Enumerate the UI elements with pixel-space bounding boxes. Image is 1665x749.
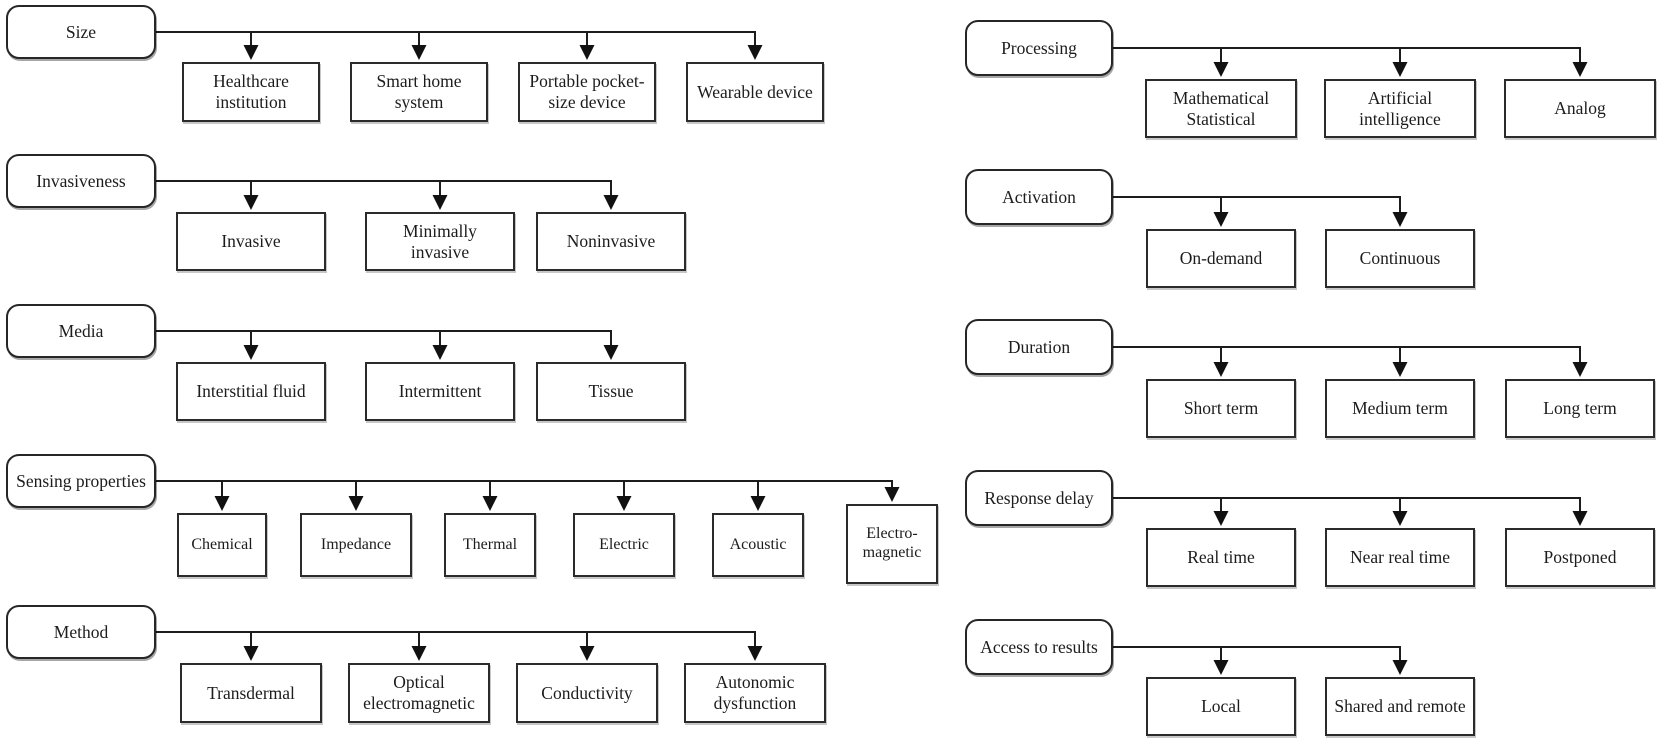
category-box-sensing-properties: Sensing properties: [6, 454, 156, 508]
category-box-access-to-results: Access to results: [965, 619, 1113, 675]
arrowhead-down-icon: [884, 487, 900, 502]
option-box-on-demand: On-demand: [1146, 229, 1296, 288]
option-box-thermal: Thermal: [444, 513, 536, 577]
arrowhead-down-icon: [1572, 362, 1588, 377]
arrowhead-down-icon: [1392, 62, 1408, 77]
option-box-analog: Analog: [1504, 79, 1656, 138]
option-box-postponed: Postponed: [1505, 528, 1655, 587]
category-box-activation: Activation: [965, 169, 1113, 225]
arrowhead-down-icon: [579, 45, 595, 60]
option-box-wearable-device: Wearable device: [686, 62, 824, 122]
arrowhead-down-icon: [1392, 511, 1408, 526]
option-box-acoustic: Acoustic: [712, 513, 804, 577]
arrowhead-down-icon: [1392, 660, 1408, 675]
arrowhead-down-icon: [348, 496, 364, 511]
option-box-healthcare-institution: Healthcare institution: [182, 62, 320, 122]
arrowhead-down-icon: [747, 45, 763, 60]
arrowhead-down-icon: [214, 496, 230, 511]
option-box-real-time: Real time: [1146, 528, 1296, 587]
option-box-smart-home-system: Smart home system: [350, 62, 488, 122]
arrowhead-down-icon: [1572, 62, 1588, 77]
arrowhead-down-icon: [1213, 511, 1229, 526]
category-box-response-delay: Response delay: [965, 470, 1113, 526]
option-box-short-term: Short term: [1146, 379, 1296, 438]
arrowhead-down-icon: [1213, 212, 1229, 227]
category-box-method: Method: [6, 605, 156, 659]
arrowhead-down-icon: [747, 646, 763, 661]
option-box-intermittent: Intermittent: [365, 362, 515, 421]
option-box-transdermal: Transdermal: [180, 663, 322, 723]
option-box-tissue: Tissue: [536, 362, 686, 421]
category-box-processing: Processing: [965, 20, 1113, 76]
option-box-chemical: Chemical: [177, 513, 267, 577]
arrowhead-down-icon: [411, 646, 427, 661]
arrowhead-down-icon: [1213, 62, 1229, 77]
option-box-electro-magnetic: Electro-magnetic: [846, 504, 938, 584]
arrowhead-down-icon: [579, 646, 595, 661]
option-box-minimally-invasive: Minimally invasive: [365, 212, 515, 271]
arrowhead-down-icon: [411, 45, 427, 60]
option-box-local: Local: [1146, 677, 1296, 736]
option-box-mathematical-statistical: Mathematical Statistical: [1145, 79, 1297, 138]
arrowhead-down-icon: [432, 345, 448, 360]
arrowhead-down-icon: [243, 195, 259, 210]
category-box-media: Media: [6, 304, 156, 358]
category-box-invasiveness: Invasiveness: [6, 154, 156, 208]
arrowhead-down-icon: [1392, 362, 1408, 377]
option-box-continuous: Continuous: [1325, 229, 1475, 288]
option-box-medium-term: Medium term: [1325, 379, 1475, 438]
arrowhead-down-icon: [432, 195, 448, 210]
arrowhead-down-icon: [1213, 362, 1229, 377]
arrowhead-down-icon: [243, 345, 259, 360]
option-box-conductivity: Conductivity: [516, 663, 658, 723]
option-box-shared-and-remote: Shared and remote: [1325, 677, 1475, 736]
option-box-interstitial-fluid: Interstitial fluid: [176, 362, 326, 421]
option-box-electric: Electric: [573, 513, 675, 577]
arrowhead-down-icon: [243, 646, 259, 661]
option-box-artificial-intelligence: Artificial intelligence: [1324, 79, 1476, 138]
category-box-size: Size: [6, 5, 156, 59]
option-box-autonomic-dysfunction: Autonomic dysfunction: [684, 663, 826, 723]
option-box-optical-electromagnetic: Optical electromagnetic: [348, 663, 490, 723]
arrowhead-down-icon: [603, 195, 619, 210]
arrowhead-down-icon: [1572, 511, 1588, 526]
arrowhead-down-icon: [750, 496, 766, 511]
option-box-invasive: Invasive: [176, 212, 326, 271]
option-box-near-real-time: Near real time: [1325, 528, 1475, 587]
arrowhead-down-icon: [616, 496, 632, 511]
option-box-noninvasive: Noninvasive: [536, 212, 686, 271]
option-box-long-term: Long term: [1505, 379, 1655, 438]
arrowhead-down-icon: [1392, 212, 1408, 227]
arrowhead-down-icon: [603, 345, 619, 360]
option-box-impedance: Impedance: [300, 513, 412, 577]
category-box-duration: Duration: [965, 319, 1113, 375]
arrowhead-down-icon: [1213, 660, 1229, 675]
arrowhead-down-icon: [243, 45, 259, 60]
option-box-portable-pocket-size-device: Portable pocket-size device: [518, 62, 656, 122]
arrowhead-down-icon: [482, 496, 498, 511]
